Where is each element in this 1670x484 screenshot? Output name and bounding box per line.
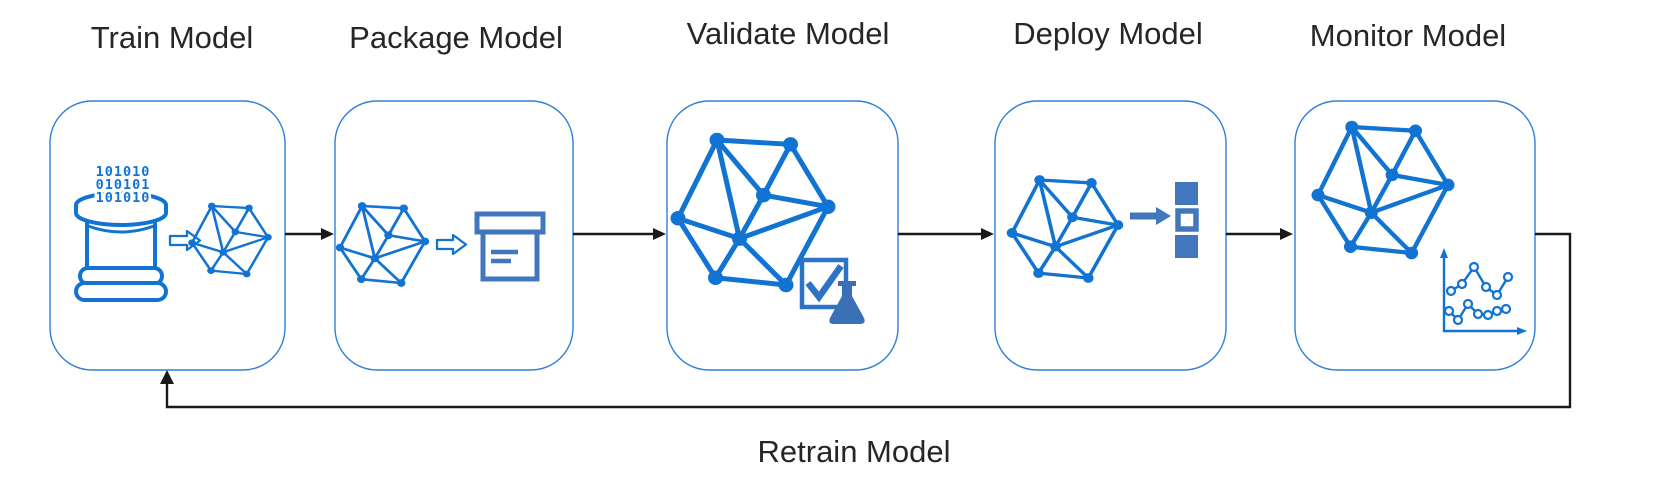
stage-box-train [49,100,286,371]
line-chart-icon [1440,248,1527,335]
binary-row-1: 101010 [96,164,151,180]
package-icons [334,200,546,289]
binary-row-2: 010101 [96,177,151,193]
binary-row-3: 101010 [96,190,151,206]
monitor-icons [1312,121,1527,335]
deploy-icons [1004,173,1199,285]
train-icons: 101010 010101 101010 [74,162,274,302]
connector-train-package [285,228,334,240]
stage-title-deploy: Deploy Model [1013,16,1203,51]
flask-icon [829,281,865,324]
retrain-loop-connector [160,232,1572,409]
hollow-arrow-icon [435,233,468,256]
connector-package-validate [573,228,666,240]
stage-title-package: Package Model [349,20,563,55]
stage-box-monitor [1294,100,1536,371]
retrain-loop-label: Retrain Model [758,434,951,469]
connector-deploy-monitor [1226,228,1293,240]
binary-data-icon: 101010 010101 101010 [93,162,152,209]
database-icon [74,191,168,302]
stage-title-train: Train Model [91,20,254,55]
archive-box-icon [474,211,546,282]
stacked-squares-icon [1175,182,1199,258]
stage-title-monitor: Monitor Model [1310,18,1506,53]
solid-arrow-icon [1130,207,1171,225]
validate-icons [671,133,865,324]
stage-title-validate: Validate Model [687,16,890,51]
stage-box-validate [666,100,899,371]
connector-validate-deploy [898,228,994,240]
